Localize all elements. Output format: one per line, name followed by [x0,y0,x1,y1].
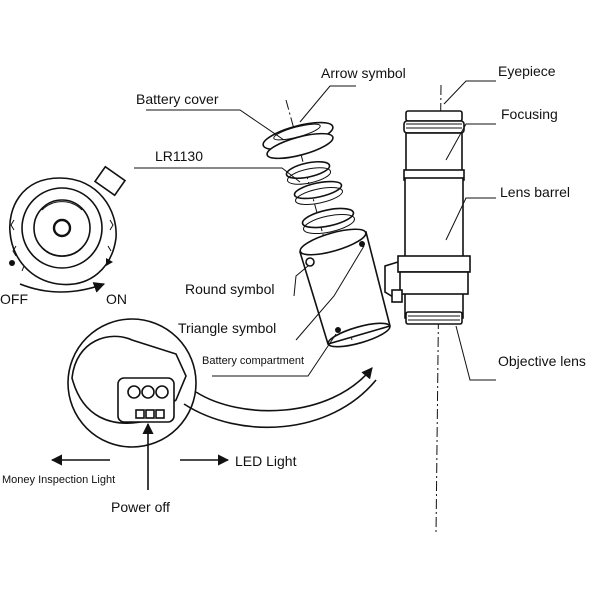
label-lr1130: LR1130 [155,148,203,164]
label-on: ON [106,291,127,307]
label-triangle-symbol: Triangle symbol [178,320,276,336]
label-lens-barrel: Lens barrel [500,184,570,200]
label-off: OFF [0,291,28,307]
label-focusing: Focusing [501,106,558,122]
battery-stack [262,99,391,348]
label-money-inspection-light: Money Inspection Light [2,474,115,486]
label-arrow-symbol: Arrow symbol [321,65,406,81]
label-battery-compartment: Battery compartment [202,355,304,367]
label-objective-lens: Objective lens [498,353,586,369]
leader-lines [134,80,496,381]
rotate-dial-icon [9,165,127,293]
label-battery-cover: Battery cover [136,91,219,107]
label-eyepiece: Eyepiece [498,63,556,79]
detail-zoom [67,318,377,448]
label-power-off: Power off [111,499,170,515]
label-round-symbol: Round symbol [185,281,275,297]
label-led-light: LED Light [235,453,297,469]
microscope-tube [384,84,471,536]
